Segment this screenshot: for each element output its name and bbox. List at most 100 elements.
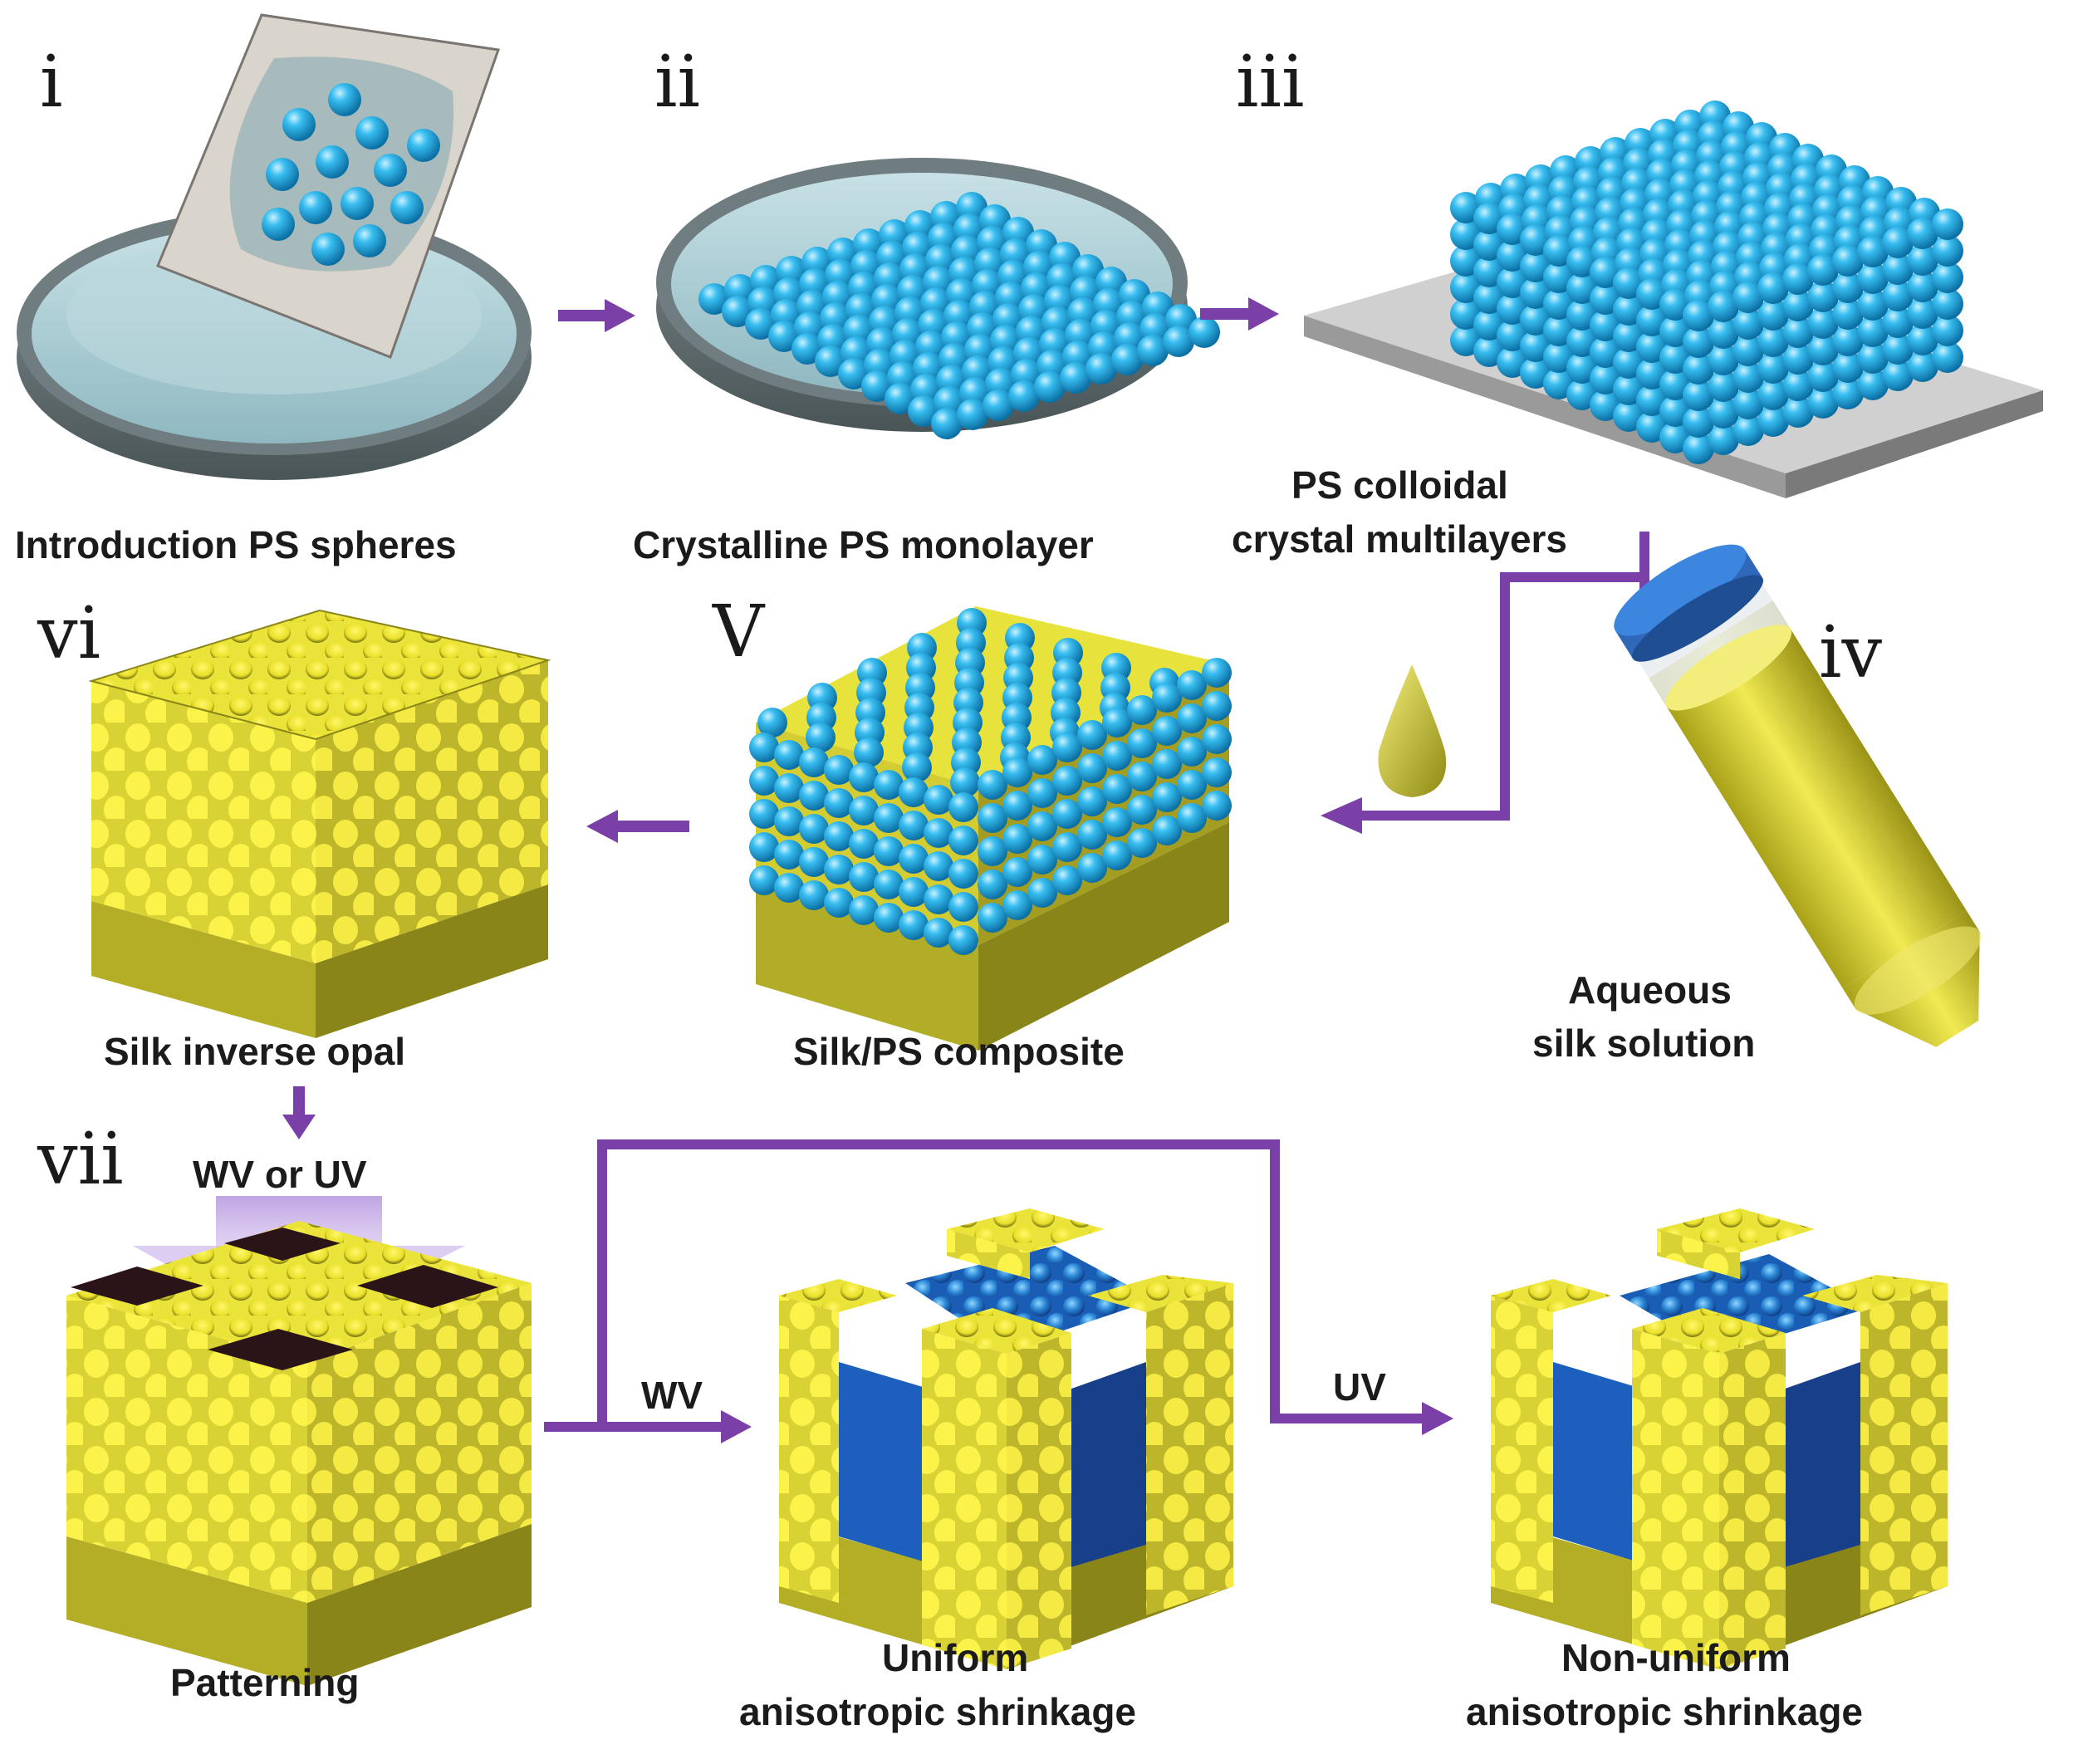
ps-colloidal-multilayer [1450, 100, 1963, 464]
ps-sphere [1782, 263, 1814, 295]
ps-sphere [1882, 360, 1914, 391]
ps-sphere [902, 752, 932, 782]
ps-sphere [1077, 820, 1107, 850]
ps-sphere [924, 818, 953, 848]
ps-sphere [849, 862, 879, 892]
ps-sphere [799, 880, 829, 910]
ps-sphere [931, 408, 963, 439]
ps-sphere [899, 844, 929, 874]
ps-sphere [1027, 745, 1057, 775]
ps-sphere [1757, 405, 1789, 437]
ps-sphere [1907, 324, 1938, 355]
ps-sphere [1832, 298, 1864, 330]
ps-sphere [745, 308, 777, 340]
ps-sphere [1807, 254, 1839, 286]
ps-sphere [407, 129, 440, 162]
ps-sphere [1127, 762, 1157, 791]
ps-sphere [1932, 341, 1963, 373]
arrow-head-to-composite [1321, 797, 1362, 834]
ps-sphere [1002, 824, 1032, 854]
ps-sphere [749, 733, 779, 762]
ps-sphere [1782, 343, 1814, 375]
ps-sphere [1177, 803, 1207, 833]
label-uniform-line1: Uniform [882, 1636, 1028, 1679]
ps-sphere [1857, 369, 1889, 400]
ps-sphere [849, 762, 879, 792]
ps-sphere [1708, 344, 1739, 375]
ps-sphere [1782, 290, 1814, 321]
ps-sphere [908, 395, 939, 427]
ps-sphere [774, 740, 804, 770]
ps-sphere [1732, 335, 1764, 366]
ps-sphere [1708, 317, 1739, 349]
ps-sphere [1683, 433, 1714, 464]
ps-sphere [957, 399, 988, 430]
label-multilayer-line2: crystal multilayers [1232, 517, 1567, 561]
ps-sphere [924, 785, 953, 815]
ps-sphere [1857, 262, 1889, 294]
ps-sphere [757, 708, 787, 737]
ps-sphere [978, 836, 1007, 866]
ps-sphere [768, 321, 800, 352]
ps-sphere [1127, 695, 1157, 725]
ps-sphere [1027, 811, 1057, 841]
arrow-v-to-vi [586, 810, 689, 843]
ps-sphere [1052, 733, 1082, 762]
ps-sphere [1683, 406, 1714, 438]
arrow-vi-to-vii [282, 1086, 316, 1139]
ps-sphere [1002, 791, 1032, 821]
ps-sphere [1127, 828, 1157, 858]
ps-sphere [1086, 353, 1117, 385]
ps-sphere [861, 370, 893, 402]
ps-sphere [849, 895, 879, 925]
ps-sphere [824, 755, 854, 785]
ps-sphere [1127, 795, 1157, 825]
label-patterning: Patterning [170, 1661, 359, 1704]
uniform-shrinkage-structure [779, 1208, 1233, 1669]
ps-sphere [1027, 778, 1057, 808]
ps-sphere [774, 873, 804, 903]
ps-sphere [390, 191, 424, 224]
ps-sphere [1034, 371, 1066, 403]
ps-sphere [874, 803, 904, 833]
ps-sphere [1907, 244, 1938, 276]
label-uv: UV [1333, 1365, 1386, 1409]
ps-sphere [1077, 720, 1107, 750]
ps-sphere [849, 829, 879, 859]
ps-sphere [1882, 227, 1914, 258]
ps-sphere [1683, 353, 1714, 385]
ps-sphere [1807, 281, 1839, 312]
ps-sphere [311, 233, 345, 266]
ps-sphere [874, 836, 904, 866]
ps-sphere [824, 788, 854, 818]
ps-sphere [299, 191, 332, 224]
step-label-i: i [40, 41, 63, 124]
ps-sphere [824, 888, 854, 918]
ps-sphere [1732, 388, 1764, 419]
ps-sphere [1857, 342, 1889, 374]
ps-sphere [1152, 782, 1182, 812]
nonuniform-shrinkage-structure [1491, 1208, 1948, 1669]
label-inverse-opal: Silk inverse opal [104, 1030, 405, 1073]
ps-sphere [1027, 845, 1057, 875]
ps-sphere [799, 847, 829, 877]
ps-sphere [1832, 272, 1864, 303]
ps-sphere [1932, 288, 1963, 320]
arrow-ii-to-iii [1200, 297, 1279, 331]
ps-sphere [1857, 316, 1889, 347]
ps-sphere [722, 296, 753, 327]
ps-sphere [1102, 741, 1132, 771]
ps-sphere [749, 832, 779, 862]
ps-sphere [1757, 326, 1789, 357]
ps-sphere [1782, 316, 1814, 348]
ps-sphere [1683, 326, 1714, 358]
ps-sphere [824, 855, 854, 884]
ps-sphere [1882, 253, 1914, 285]
ps-sphere [1077, 753, 1107, 783]
ps-sphere [978, 770, 1007, 800]
ps-sphere [874, 903, 904, 933]
ps-sphere [885, 383, 916, 414]
ps-sphere [1932, 262, 1963, 293]
ps-sphere [1757, 272, 1789, 304]
ps-sphere [774, 806, 804, 836]
